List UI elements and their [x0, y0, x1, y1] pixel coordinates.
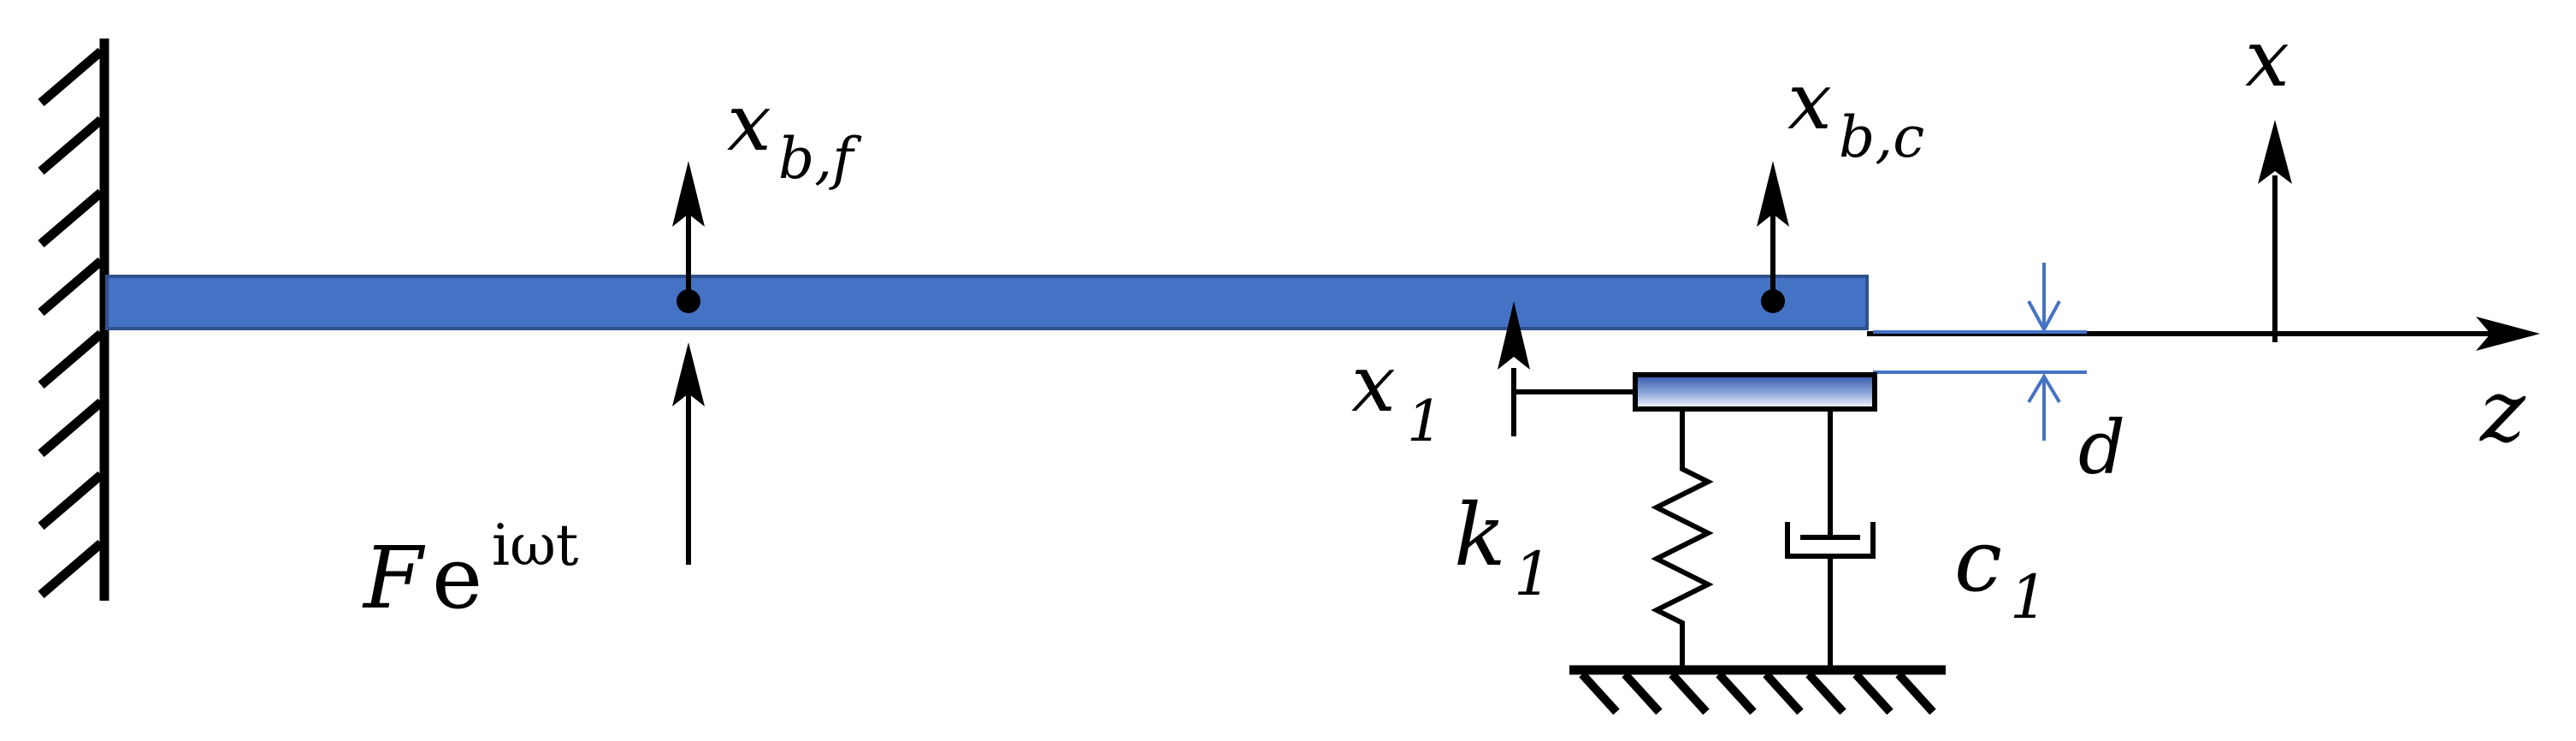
label-d: d	[2078, 406, 2125, 491]
svg-text:1: 1	[1514, 539, 1552, 609]
label-z-axis: z	[2479, 361, 2526, 461]
svg-text:1: 1	[2010, 562, 2048, 632]
svg-text:1: 1	[1407, 388, 1443, 454]
label-k-1: k 1	[1454, 485, 1552, 609]
damper-c1	[1785, 409, 1876, 666]
svg-text:k: k	[1454, 485, 1506, 585]
x-axis	[2258, 120, 2292, 342]
svg-text:iωt: iωt	[492, 513, 578, 578]
label-x-axis: x	[2245, 13, 2289, 104]
svg-text:c: c	[1954, 511, 2002, 611]
svg-text:x: x	[727, 77, 771, 169]
label-x-b-c: x b,c	[1787, 56, 1924, 170]
beam-point-f	[672, 161, 705, 313]
ground-support	[1569, 665, 1946, 715]
label-x-b-f: x b,f	[727, 77, 862, 192]
fixed-wall-support	[38, 39, 109, 601]
beam-point-c	[1757, 161, 1789, 313]
label-x-1: x 1	[1351, 338, 1443, 454]
svg-text:x: x	[1351, 338, 1396, 430]
svg-text:b,f: b,f	[778, 126, 862, 192]
contact-mass	[1633, 372, 1877, 412]
gap-d-indicator	[1873, 263, 2087, 441]
cantilever-beam	[105, 275, 1869, 330]
svg-text:F: F	[362, 528, 426, 628]
label-force: F e iωt	[362, 513, 578, 628]
force-arrow	[672, 342, 705, 565]
svg-text:x: x	[1787, 56, 1832, 147]
svg-text:e: e	[432, 528, 482, 628]
svg-text:b,c: b,c	[1839, 104, 1924, 170]
spring-k1	[1651, 409, 1714, 666]
label-c-1: c 1	[1954, 511, 2048, 632]
x1-indicator	[1498, 301, 1634, 436]
